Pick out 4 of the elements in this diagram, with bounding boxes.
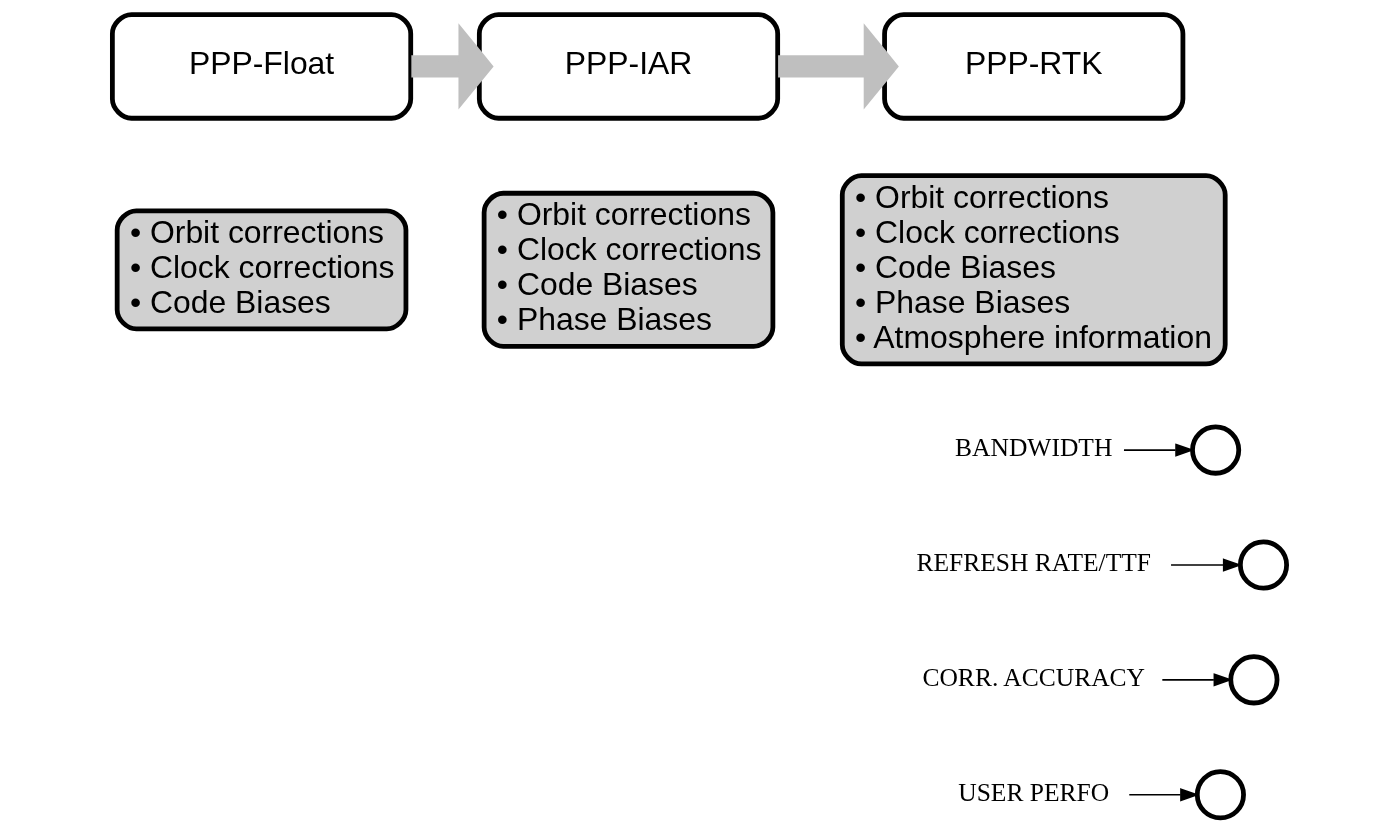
node-text: BANDWIDTH xyxy=(954,433,1112,463)
node-text: REFRESH RATE/TTF xyxy=(915,548,1151,578)
node-text: CORR. ACCURACY xyxy=(921,662,1145,692)
node-text: USER PERFO xyxy=(957,777,1109,807)
